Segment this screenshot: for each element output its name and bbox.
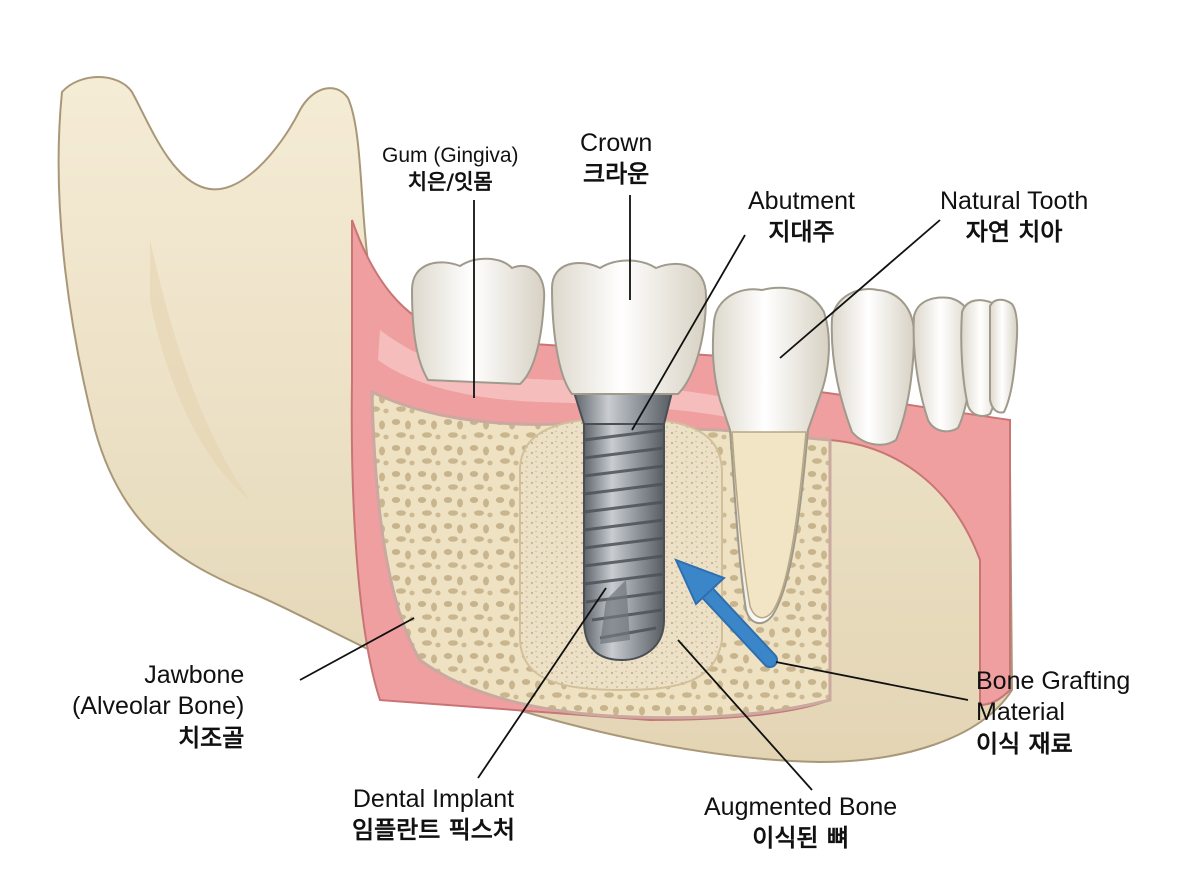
label-augmented-bone: Augmented Bone 이식된 뼈 bbox=[704, 792, 897, 853]
label-bone-graft-en1: Bone Grafting bbox=[976, 667, 1131, 695]
label-crown-en: Crown bbox=[580, 129, 653, 157]
label-abutment-en: Abutment bbox=[748, 187, 856, 215]
label-jawbone-ko: 치조골 bbox=[178, 723, 245, 752]
label-gum-en: Gum (Gingiva) bbox=[382, 144, 519, 167]
front-tooth-4 bbox=[989, 298, 1019, 414]
natural-tooth-root bbox=[731, 431, 807, 619]
ramus-shading bbox=[150, 240, 250, 500]
label-bone-graft: Bone Grafting Material 이식 재료 bbox=[976, 666, 1130, 759]
label-crown-ko: 크라운 bbox=[583, 160, 650, 189]
leader-natural-tooth bbox=[779, 219, 941, 359]
label-bone-graft-ko: 이식 재료 bbox=[976, 729, 1073, 758]
label-abutment: Abutment 지대주 bbox=[748, 186, 855, 247]
label-natural-tooth: Natural Tooth 자연 치아 bbox=[940, 186, 1088, 247]
label-gum-ko: 치은/잇몸 bbox=[407, 170, 493, 195]
label-gum: Gum (Gingiva) 치은/잇몸 bbox=[382, 143, 519, 196]
label-augmented-bone-ko: 이식된 뼈 bbox=[752, 824, 849, 853]
leader-augmented-bone bbox=[677, 639, 813, 791]
label-bone-graft-en2: Material bbox=[976, 698, 1065, 727]
label-augmented-bone-en: Augmented Bone bbox=[704, 793, 898, 821]
label-jawbone-en1: Jawbone bbox=[144, 661, 245, 689]
label-abutment-ko: 지대주 bbox=[768, 218, 835, 247]
molar-tooth bbox=[410, 257, 546, 386]
label-natural-tooth-ko: 자연 치아 bbox=[965, 218, 1063, 247]
implant-crown bbox=[550, 259, 708, 395]
leader-implant bbox=[477, 587, 607, 779]
bone-graft-arrow bbox=[674, 558, 778, 668]
label-crown: Crown 크라운 bbox=[580, 128, 652, 189]
leader-abutment bbox=[631, 234, 746, 431]
label-implant: Dental Implant 임플란트 픽스처 bbox=[352, 784, 515, 845]
label-jawbone-en2: (Alveolar Bone) bbox=[72, 692, 245, 721]
label-implant-ko: 임플란트 픽스처 bbox=[352, 816, 515, 845]
label-jawbone: Jawbone (Alveolar Bone) 치조골 bbox=[72, 660, 244, 753]
leader-bone-graft bbox=[775, 661, 969, 701]
label-implant-en: Dental Implant bbox=[352, 785, 515, 813]
front-tooth-1 bbox=[830, 288, 916, 446]
label-natural-tooth-en: Natural Tooth bbox=[940, 187, 1089, 215]
leader-jawbone bbox=[299, 617, 415, 681]
dental-implant-fixture bbox=[583, 419, 665, 662]
abutment bbox=[572, 391, 674, 425]
